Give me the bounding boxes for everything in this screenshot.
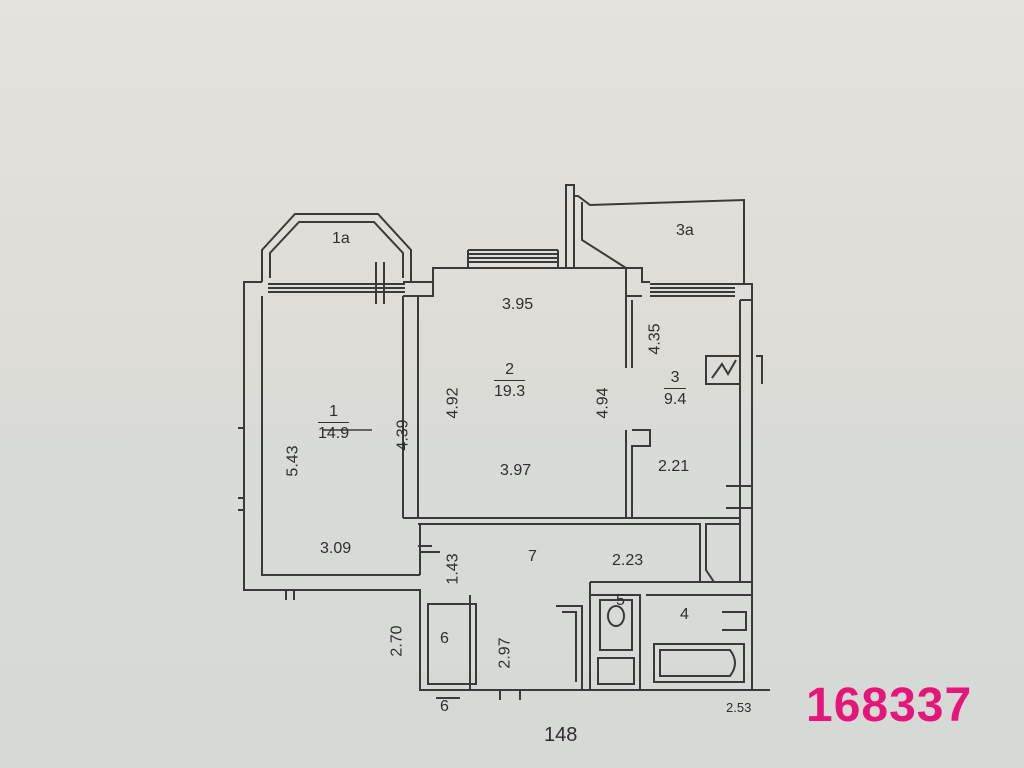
window-3	[650, 283, 735, 297]
dimension-4-94: 4.94	[594, 387, 612, 419]
corridor-bottom	[589, 581, 752, 690]
outer-wall-left	[243, 281, 770, 691]
bath-4-sink	[722, 611, 747, 631]
window-2	[468, 249, 558, 263]
dimension-2-70: 2.70	[388, 625, 406, 657]
bath-4	[653, 643, 745, 683]
dimension-3-09: 3.09	[320, 540, 352, 557]
room-1-number: 1	[318, 402, 350, 423]
wall-right-top	[735, 283, 753, 301]
kitchen-counter-2	[705, 523, 741, 583]
wall-top-3	[574, 267, 642, 297]
room-3a-label: 3а	[676, 222, 694, 239]
wc-5-toilet	[599, 599, 633, 651]
door-mark-2	[418, 545, 440, 553]
corridor-wall	[419, 524, 471, 690]
outer-wall-right	[739, 300, 753, 690]
dimension-4-92: 4.92	[444, 387, 462, 419]
wall-room2-room3	[625, 296, 633, 368]
page-number: 148	[544, 724, 578, 746]
wall-room1-room2	[402, 295, 419, 518]
wall-top-1-2	[403, 267, 558, 297]
wc-5-sink	[597, 657, 635, 685]
kitchen-counter	[726, 485, 753, 509]
room-5-label: 5	[616, 592, 625, 609]
room-3-area: 9.4	[664, 391, 687, 408]
room-3-label: 3 9.4	[664, 368, 687, 411]
balcony-1a-inner	[269, 221, 404, 278]
room-4-label: 4	[680, 606, 689, 623]
door-mark-1	[375, 262, 385, 304]
window-1	[268, 283, 405, 293]
room-2-label: 2 19.3	[494, 360, 526, 403]
room-1a-label: 1а	[332, 230, 350, 247]
bottom-fragment-right: 2.53	[726, 700, 752, 715]
room3-divider	[756, 355, 763, 384]
room-1-area: 14.9	[318, 425, 350, 442]
bottom-ticks	[436, 690, 521, 700]
room-6-label: 6	[440, 630, 449, 647]
room-7-label: 7	[528, 548, 537, 565]
dimension-2-97: 2.97	[496, 637, 514, 669]
outer-wall-left-inner	[261, 296, 420, 576]
dimension-2-21: 2.21	[658, 458, 690, 475]
dimension-3-97: 3.97	[500, 462, 532, 479]
balcony-1a	[261, 213, 412, 282]
wall-bottom-2-3	[403, 517, 740, 582]
wall-room2-room3-lower	[625, 429, 651, 518]
room-2-area: 19.3	[494, 383, 526, 400]
room-3-number: 3	[664, 368, 687, 389]
room-1-label: 1 14.9	[318, 402, 350, 445]
dimension-5-43: 5.43	[284, 445, 302, 477]
room-2-number: 2	[494, 360, 526, 381]
dimension-1-43: 1.43	[444, 553, 462, 585]
dimension-4-35: 4.35	[646, 323, 664, 355]
bottom-fragment-left: 6	[440, 698, 449, 715]
dimension-3-95: 3.95	[502, 296, 534, 313]
kitchen-stove	[705, 355, 741, 385]
storage-6	[427, 603, 477, 685]
shaft	[556, 605, 583, 690]
balcony-3a	[574, 195, 745, 285]
dimension-4-39: 4.39	[394, 419, 412, 451]
dimension-2-23: 2.23	[612, 552, 644, 569]
tick-marks	[238, 427, 295, 600]
wall-top-2	[433, 184, 575, 269]
balcony-3a-inner	[581, 202, 650, 283]
watermark-id: 168337	[806, 679, 973, 732]
